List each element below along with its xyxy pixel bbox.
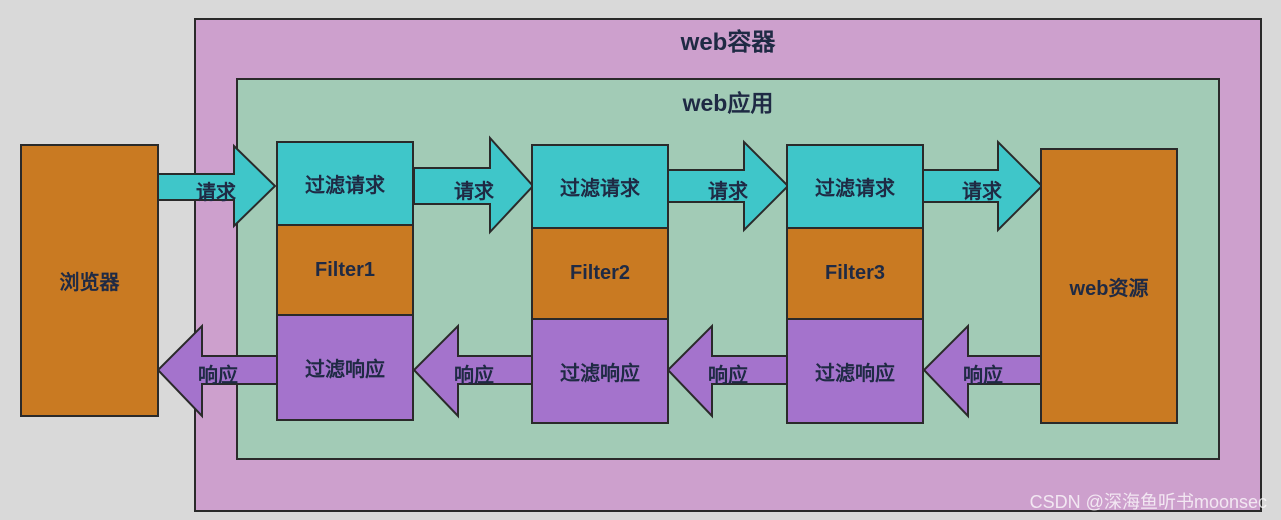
watermark: CSDN @深海鱼听书moonsec <box>1029 492 1267 512</box>
request-arrow-label-4: 请求 <box>962 181 1002 203</box>
response-arrow-label-4: 响应 <box>963 365 1003 387</box>
filter2-box: Filter2 <box>531 227 669 320</box>
request-arrow-label-2: 请求 <box>454 181 494 203</box>
request-arrow-3 <box>667 139 790 233</box>
response-arrow-3 <box>666 323 789 419</box>
web-container-title: web容器 <box>680 29 776 56</box>
response-arrow-1 <box>156 323 279 419</box>
web-resource-box: web资源 <box>1040 148 1178 424</box>
request-arrow-label-3: 请求 <box>708 181 748 203</box>
request-arrow-label-1: 请求 <box>196 182 236 204</box>
request-arrow-4 <box>921 139 1044 233</box>
filter2-response-box: 过滤响应 <box>531 318 669 424</box>
response-arrow-label-1: 响应 <box>198 365 238 387</box>
browser-box: 浏览器 <box>20 144 159 417</box>
filter1-request-box: 过滤请求 <box>276 141 414 226</box>
request-arrow-2 <box>413 135 535 235</box>
filter3-response-box: 过滤响应 <box>786 318 924 424</box>
filter1-response-box: 过滤响应 <box>276 314 414 421</box>
response-arrow-label-3: 响应 <box>708 365 748 387</box>
response-arrow-2 <box>412 323 534 419</box>
response-arrow-label-2: 响应 <box>454 365 494 387</box>
web-application-title: web应用 <box>682 90 774 116</box>
filter2-request-box: 过滤请求 <box>531 144 669 229</box>
filter3-request-box: 过滤请求 <box>786 144 924 229</box>
filter1-box: Filter1 <box>276 224 414 316</box>
response-arrow-4 <box>922 323 1043 419</box>
request-arrow-1 <box>157 143 277 229</box>
filter3-box: Filter3 <box>786 227 924 320</box>
